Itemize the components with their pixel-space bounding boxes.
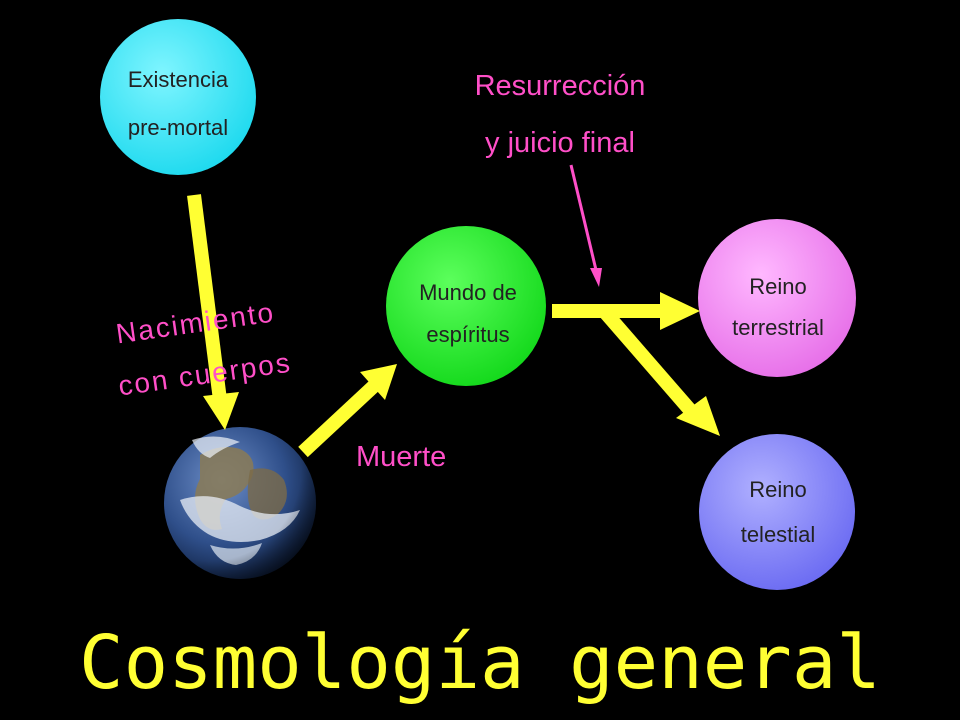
label-birth-line1: Nacimiento	[114, 296, 277, 349]
node-terrestrial: Reino terrestrial	[698, 219, 856, 377]
node-spirit-world-line2: espíritus	[426, 322, 509, 347]
arrow-spirit-world-to-telestial	[598, 306, 720, 436]
node-premortal: Existencia pre-mortal	[100, 19, 256, 175]
arrow-resurrection-pointer	[569, 164, 602, 287]
label-birth-line2: con cuerpos	[116, 347, 293, 402]
arrow-premortal-to-earth	[187, 194, 239, 430]
node-terrestrial-line2: terrestrial	[732, 315, 824, 340]
node-spirit-world: Mundo de espíritus	[386, 226, 546, 386]
node-terrestrial-line1: Reino	[749, 274, 806, 299]
page-title: Cosmología general	[79, 620, 881, 706]
earth-globe-icon	[164, 427, 316, 579]
arrow-earth-to-spirit-world	[298, 364, 397, 458]
node-telestial-line1: Reino	[749, 477, 806, 502]
label-birth: Nacimiento con cuerpos	[114, 296, 293, 402]
node-premortal-line1: Existencia	[128, 67, 229, 92]
label-resurrection-line2: y juicio final	[485, 127, 635, 159]
node-premortal-line2: pre-mortal	[128, 115, 228, 140]
node-telestial-line2: telestial	[741, 522, 816, 547]
node-telestial: Reino telestial	[699, 434, 855, 590]
arrow-spirit-world-to-terrestrial	[552, 292, 700, 330]
label-death: Muerte	[356, 441, 446, 473]
node-spirit-world-line1: Mundo de	[419, 280, 517, 305]
label-resurrection-line1: Resurrección	[475, 70, 646, 102]
